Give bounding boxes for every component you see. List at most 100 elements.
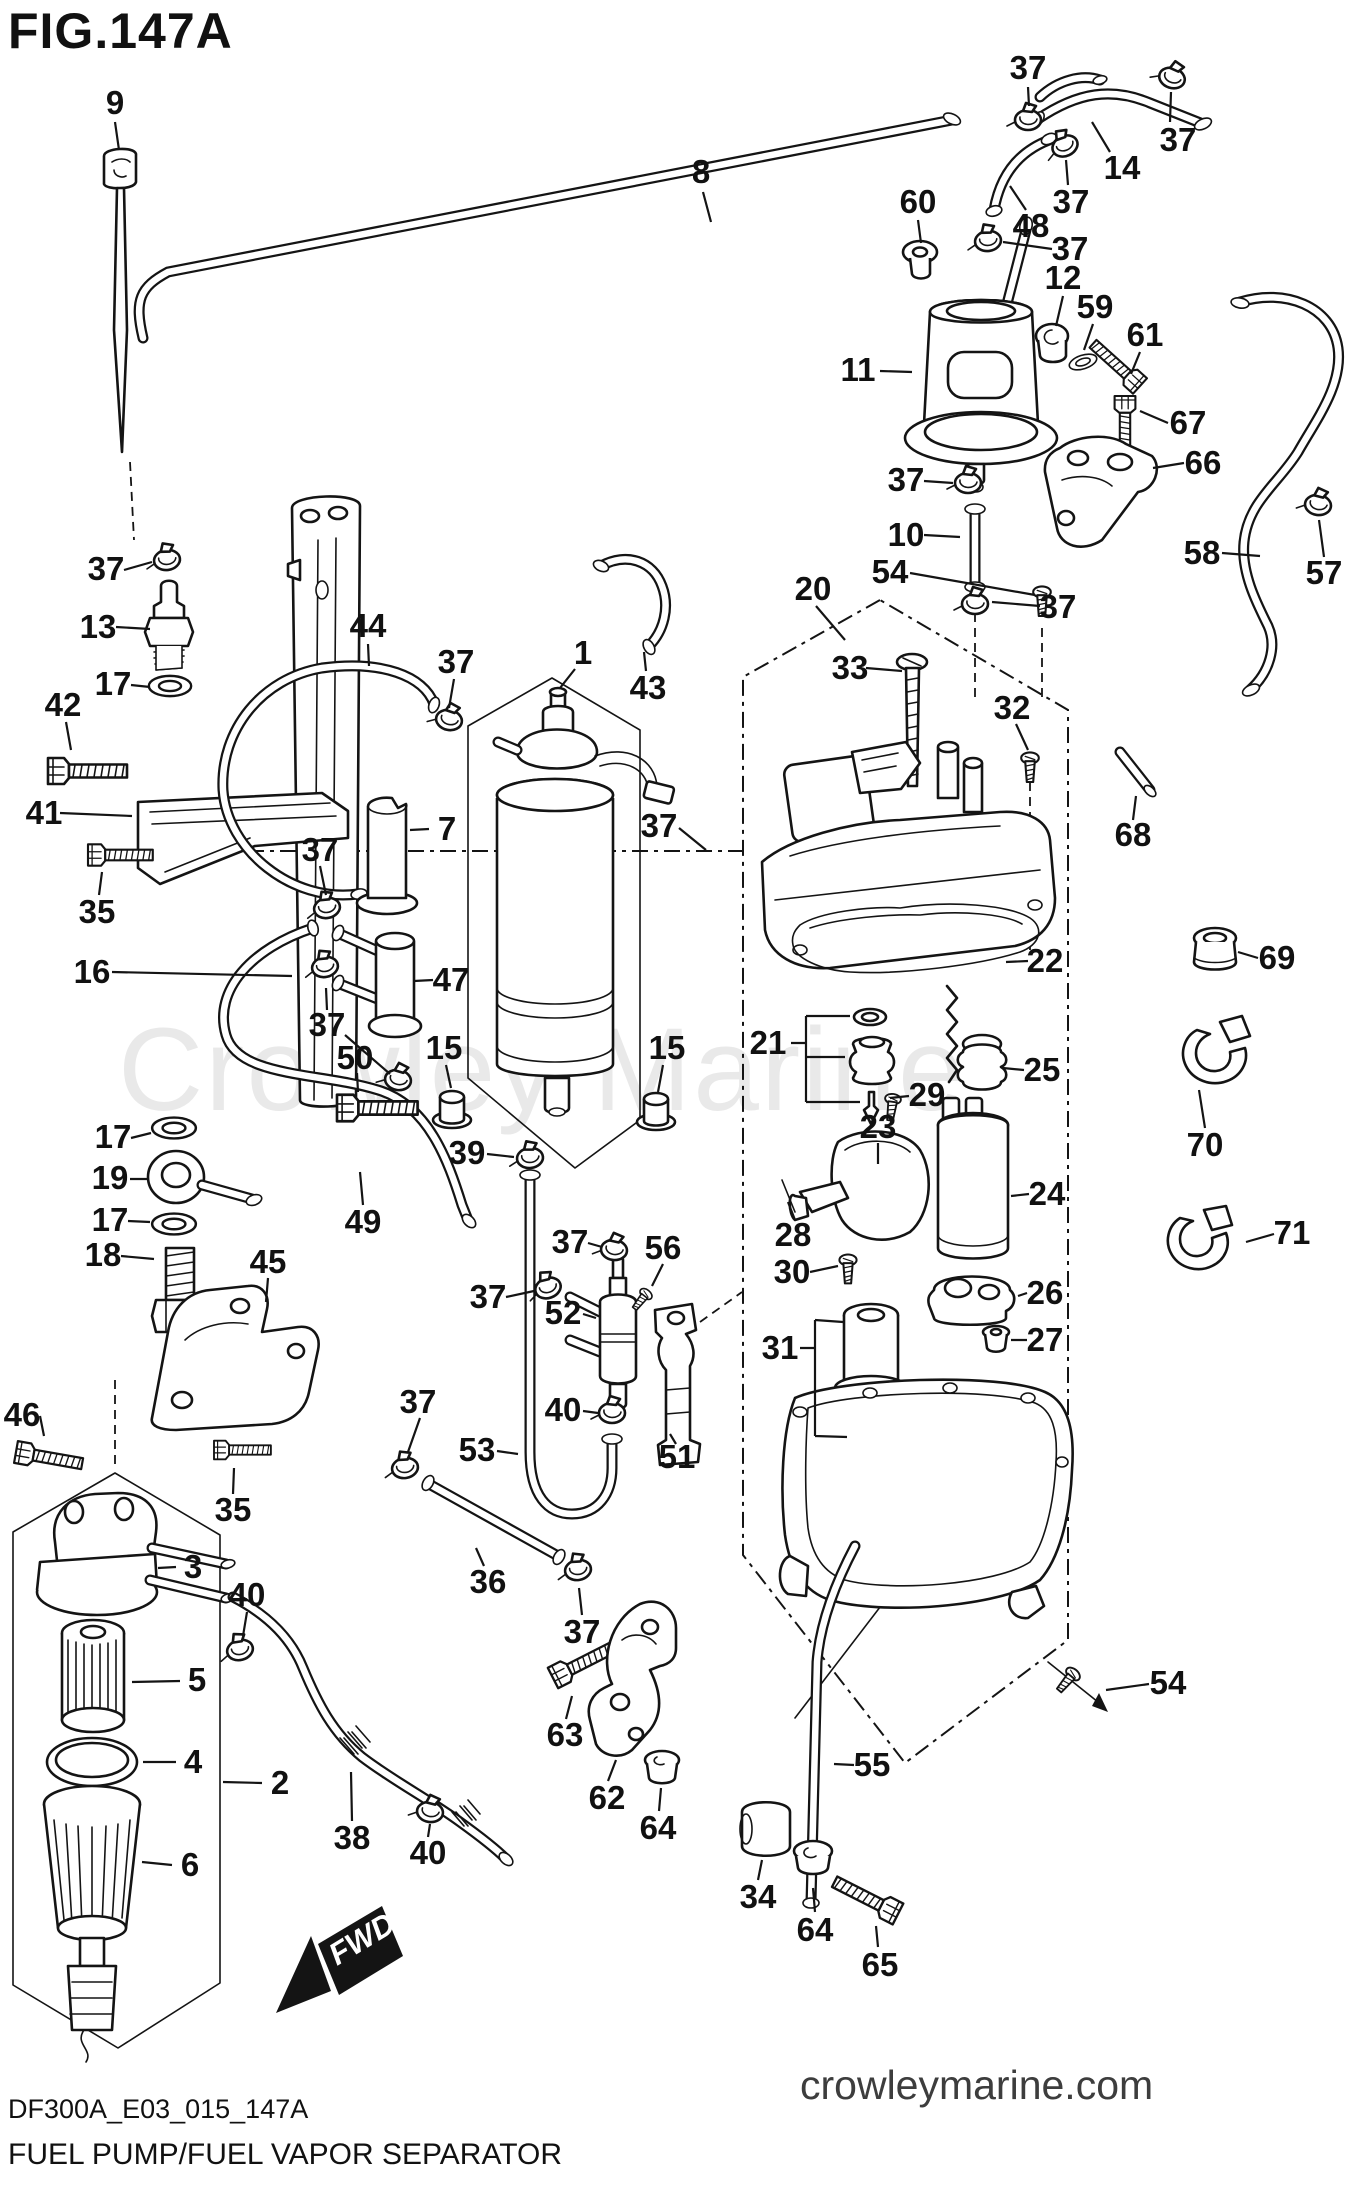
part-callout-26: 26 <box>1026 1274 1064 1311</box>
part-callout-71: 71 <box>1273 1214 1311 1251</box>
o-ring-4 <box>45 1736 139 1788</box>
fuel-hose-2-38 <box>227 1591 514 1867</box>
part-callout-31: 31 <box>761 1329 799 1366</box>
hose-clamp-40-b <box>214 1628 257 1667</box>
bolt-42 <box>46 756 129 786</box>
part-callout-50: 50 <box>336 1039 374 1076</box>
bracket-51 <box>653 1302 702 1467</box>
banjo-19 <box>146 1149 263 1207</box>
part-callout-8: 8 <box>691 153 711 190</box>
clip-70 <box>1181 1014 1252 1085</box>
washer-17-a <box>147 674 193 698</box>
fuel-filter-assembly-box <box>12 1472 221 2049</box>
part-callout-30: 30 <box>773 1253 811 1290</box>
washer-59 <box>1066 350 1100 374</box>
bolt-35-lower <box>213 1439 272 1461</box>
fuel-pump-24 <box>936 984 1010 1260</box>
part-callout-11: 11 <box>840 351 876 388</box>
pin-28 <box>781 1179 796 1213</box>
filter-cap-3 <box>35 1491 236 1617</box>
part-callout-6: 6 <box>180 1846 200 1883</box>
valve-set-21 <box>848 1007 896 1126</box>
filter-element-5 <box>60 1618 126 1734</box>
spacer-15-right <box>635 1091 677 1132</box>
part-callout-14: 14 <box>1103 149 1141 186</box>
part-callout-37: 37 <box>301 831 339 868</box>
part-callout-28: 28 <box>774 1216 812 1253</box>
part-callout-15: 15 <box>425 1029 463 1066</box>
website-text: crowleymarine.com <box>800 2062 1154 2108</box>
part-callout-64: 64 <box>639 1809 677 1846</box>
fwd-arrow: FWD <box>276 1906 403 2013</box>
fuel-hose-36 <box>421 1474 566 1566</box>
part-callout-29: 29 <box>908 1076 946 1113</box>
fuel-pump-1 <box>492 686 676 1117</box>
part-callout-46: 46 <box>3 1396 41 1433</box>
part-callout-64: 64 <box>796 1911 834 1948</box>
screw-32 <box>1020 751 1040 784</box>
part-callout-60: 60 <box>899 183 937 220</box>
part-callout-57: 57 <box>1305 554 1343 591</box>
screw-30 <box>838 1253 858 1285</box>
part-callout-69: 69 <box>1258 939 1296 976</box>
hose-clamp-39 <box>506 1138 546 1172</box>
part-callout-35: 35 <box>214 1491 252 1528</box>
separator-lower-housing <box>778 1378 1074 1620</box>
part-callout-40: 40 <box>228 1576 266 1613</box>
part-callout-36: 36 <box>469 1563 507 1600</box>
figure-title: FIG.147A <box>8 3 233 59</box>
part-callout-9: 9 <box>105 84 125 121</box>
part-callout-42: 42 <box>44 686 82 723</box>
hose-clamp-37-f <box>952 585 990 616</box>
hose-clamp-37-d <box>963 221 1004 256</box>
fuel-hose-53 <box>519 1169 623 1520</box>
part-callout-2: 2 <box>270 1764 290 1801</box>
part-callout-37: 37 <box>563 1613 601 1650</box>
washer-17-c <box>150 1212 198 1236</box>
bolt-65 <box>828 1870 905 1926</box>
part-callout-5: 5 <box>187 1661 207 1698</box>
part-callout-37: 37 <box>1052 183 1090 220</box>
part-callout-37: 37 <box>469 1278 507 1315</box>
part-callout-19: 19 <box>91 1159 129 1196</box>
part-callout-56: 56 <box>644 1229 682 1266</box>
part-callout-47: 47 <box>432 961 470 998</box>
hose-clamp-37-e <box>945 464 983 495</box>
fuel-hose-58 <box>1230 291 1345 697</box>
part-callout-52: 52 <box>544 1294 582 1331</box>
part-callout-20: 20 <box>794 570 832 607</box>
part-callout-37: 37 <box>551 1223 589 1260</box>
part-callout-49: 49 <box>344 1203 382 1240</box>
part-callout-67: 67 <box>1169 404 1207 441</box>
part-callout-25: 25 <box>1023 1051 1061 1088</box>
part-callout-33: 33 <box>831 649 869 686</box>
part-callout-1: 1 <box>573 634 593 671</box>
part-callout-27: 27 <box>1026 1321 1064 1358</box>
cushion-25 <box>956 1033 1008 1091</box>
washer-64-left <box>643 1749 681 1785</box>
part-callout-41: 41 <box>25 794 63 831</box>
pump-base-26 <box>927 1275 1016 1327</box>
bracket-66 <box>1043 435 1159 548</box>
part-callout-58: 58 <box>1183 534 1221 571</box>
part-callout-16: 16 <box>73 953 111 990</box>
part-callout-4: 4 <box>183 1743 203 1780</box>
fuel-pump-assembly-box <box>467 677 641 1169</box>
fuel-pipe-10 <box>964 503 986 593</box>
part-callout-65: 65 <box>861 1946 899 1983</box>
part-callout-45: 45 <box>249 1243 287 1280</box>
bracket-62 <box>587 1600 678 1757</box>
mount-34 <box>739 1801 792 1857</box>
hose-clamp-37-n <box>380 1447 421 1483</box>
vapor-separator-assembly-box <box>742 598 1069 1765</box>
part-callout-37: 37 <box>640 807 678 844</box>
part-callout-63: 63 <box>546 1716 584 1753</box>
grommet-60 <box>901 239 939 280</box>
part-callout-37: 37 <box>437 643 475 680</box>
part-callout-3: 3 <box>183 1548 203 1585</box>
part-callout-24: 24 <box>1028 1175 1066 1212</box>
collar-7 <box>355 796 419 916</box>
leader-lines <box>38 86 1326 1948</box>
